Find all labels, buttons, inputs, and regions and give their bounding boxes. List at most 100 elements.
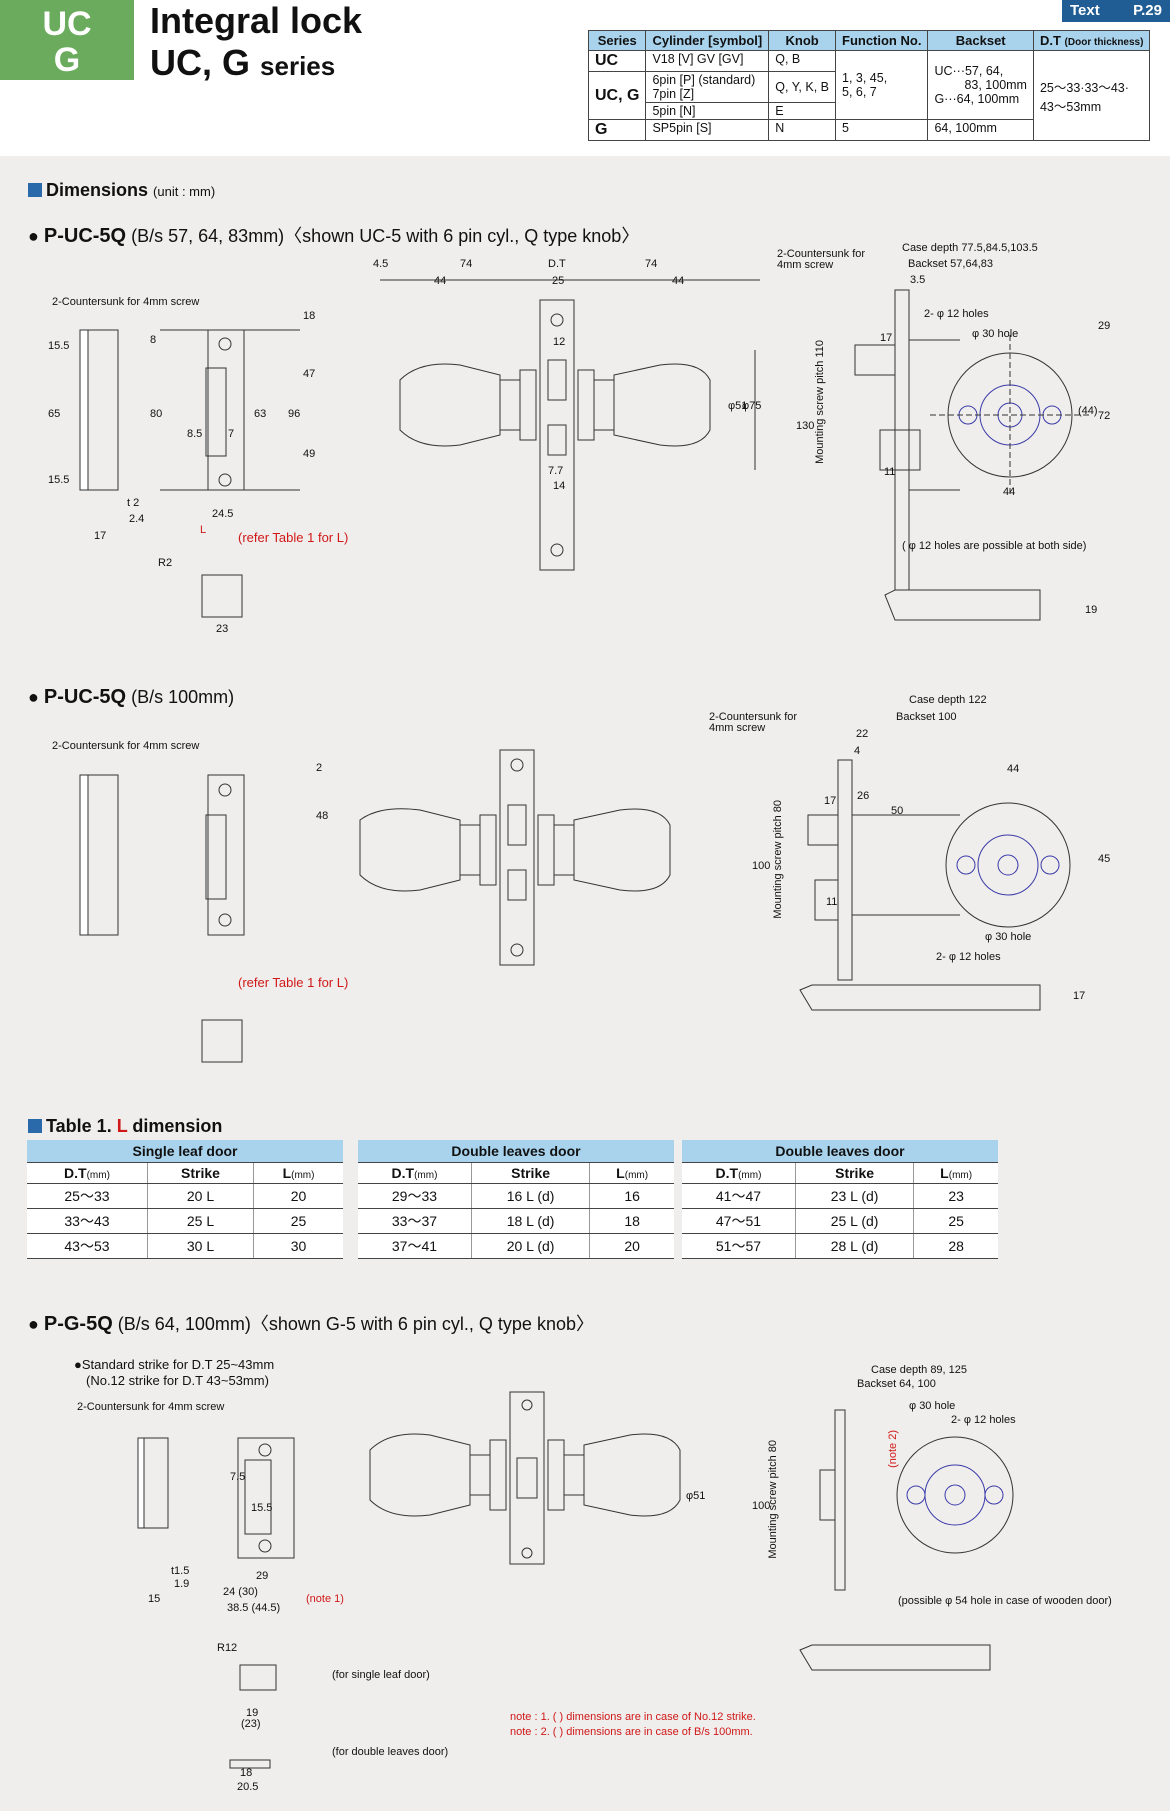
dim-label: 44 xyxy=(1007,763,1020,775)
dim-label: 26 xyxy=(857,790,870,802)
dim-label: R12 xyxy=(217,1642,238,1654)
dim-label: 2-Countersunk for xyxy=(777,248,866,260)
dim-label: 15.5 xyxy=(48,340,70,352)
dim-label: 7.5 xyxy=(230,1471,246,1483)
dim-label: 4.5 xyxy=(373,258,389,270)
dim-label: 2.4 xyxy=(129,513,145,525)
section-square-icon xyxy=(28,183,42,197)
screw-hole-icon xyxy=(550,313,564,327)
note-text: (No.12 strike for D.T 43~53mm) xyxy=(86,1373,269,1388)
dim-label: D.T xyxy=(548,258,566,270)
dim-label: Mounting screw pitch 110 xyxy=(814,340,826,464)
screw-hole-icon xyxy=(218,473,232,487)
screw-hole-icon xyxy=(521,1547,533,1559)
screw-hole-icon xyxy=(510,943,524,957)
dim-label: 14 xyxy=(553,480,566,492)
dim-label: (44) xyxy=(1078,405,1098,417)
screw-hole-icon xyxy=(550,543,564,557)
model3-title: ● P-G-5Q (B/s 64, 100mm)〈shown G-5 with … xyxy=(28,1313,594,1335)
note-text: (possible φ 54 hole in case of wooden do… xyxy=(898,1595,1112,1607)
text-page-ref[interactable]: Text P.29 xyxy=(1062,0,1170,22)
dim-label: (for double leaves door) xyxy=(332,1746,449,1758)
dim-label: 8 xyxy=(150,334,157,346)
screw-hole-icon xyxy=(218,337,232,351)
dim-label: φ75 xyxy=(742,400,762,412)
lock-body-side xyxy=(837,759,853,981)
lock-faceplate xyxy=(539,299,575,571)
dim-label: 23 xyxy=(216,623,229,635)
latch-bottom-view xyxy=(884,589,1041,621)
dim-label: 100 xyxy=(752,860,771,872)
dim-label: 7 xyxy=(228,428,235,440)
dim-label: 4mm screw xyxy=(777,259,834,271)
dim-label: 2-Countersunk for 4mm screw xyxy=(77,1401,225,1413)
dim-label: 19 xyxy=(246,1707,259,1719)
model2-drawing xyxy=(79,749,1071,1063)
dim-label: Backset 57,64,83 xyxy=(908,258,994,270)
section-square-icon xyxy=(28,1119,42,1133)
dim-label: 74 xyxy=(460,258,473,270)
content-area xyxy=(0,156,1170,1811)
dim-label: L xyxy=(200,524,207,536)
rose-outline xyxy=(896,1436,1014,1554)
knob-right xyxy=(573,808,671,892)
dim-label: 8.5 xyxy=(187,428,203,440)
latch-bottom-view xyxy=(799,1644,991,1671)
dim-label: t 2 xyxy=(127,497,140,509)
dim-label: 63 xyxy=(254,408,267,420)
dimensions-heading: Dimensions (unit : mm) xyxy=(28,180,215,201)
dim-label: 15 xyxy=(148,1593,161,1605)
refer-note: (refer Table 1 for L) xyxy=(238,975,349,990)
dim-label: 17 xyxy=(94,530,107,542)
note-text: note : 2. ( ) dimensions are in case of … xyxy=(510,1726,753,1738)
dim-label: 65 xyxy=(48,408,61,420)
page-title: Integral lock UC, G series xyxy=(150,0,363,83)
screw-hole-icon xyxy=(218,783,232,797)
lock-faceplate xyxy=(499,749,535,966)
dim-label: 49 xyxy=(303,448,316,460)
refer-note: (refer Table 1 for L) xyxy=(238,530,349,545)
dim-label: 12 xyxy=(553,336,566,348)
dim-label: 2-Countersunk for 4mm screw xyxy=(52,740,200,752)
dim-label: 74 xyxy=(645,258,658,270)
lock-body-side xyxy=(834,1409,846,1591)
dim-label: 44 xyxy=(434,275,447,287)
dim-label: 80 xyxy=(150,408,163,420)
dim-label: Mounting screw pitch 80 xyxy=(767,1440,779,1559)
dim-label: 44 xyxy=(1003,486,1016,498)
lock-faceplate xyxy=(509,1391,545,1565)
rose-outline xyxy=(945,802,1071,928)
dim-label: 29 xyxy=(1098,320,1111,332)
screw-hole-icon xyxy=(510,758,524,772)
dim-label: 24.5 xyxy=(212,508,234,520)
dim-label: 2-Countersunk for xyxy=(709,711,798,723)
dim-label: 47 xyxy=(303,368,316,380)
note-text: (note 1) xyxy=(306,1593,344,1605)
dim-label: 4mm screw xyxy=(709,722,766,734)
table1-heading: Table 1. L dimension xyxy=(28,1116,222,1137)
dim-label: 24 (30) xyxy=(223,1586,258,1598)
dim-label: 18 xyxy=(240,1767,253,1779)
note-text: ●Standard strike for D.T 25~43mm xyxy=(74,1357,275,1372)
model1-title: ● P-UC-5Q (B/s 57, 64, 83mm)〈shown UC-5 … xyxy=(28,225,640,247)
dim-label: 2- φ 12 holes xyxy=(936,951,1001,963)
dim-label: 7.7 xyxy=(548,465,564,477)
dim-label: (for single leaf door) xyxy=(332,1669,430,1681)
dim-label: 38.5 (44.5) xyxy=(227,1602,281,1614)
dim-label: 48 xyxy=(316,810,329,822)
dim-label: Case depth 77.5,84.5,103.5 xyxy=(902,242,1038,254)
screw-hole-icon xyxy=(521,1399,533,1411)
dim-label: Backset 64, 100 xyxy=(857,1378,936,1390)
model2-title: ● P-UC-5Q (B/s 100mm) xyxy=(28,686,235,708)
dim-label: 17 xyxy=(1073,990,1086,1002)
dim-label: 29 xyxy=(256,1570,269,1582)
